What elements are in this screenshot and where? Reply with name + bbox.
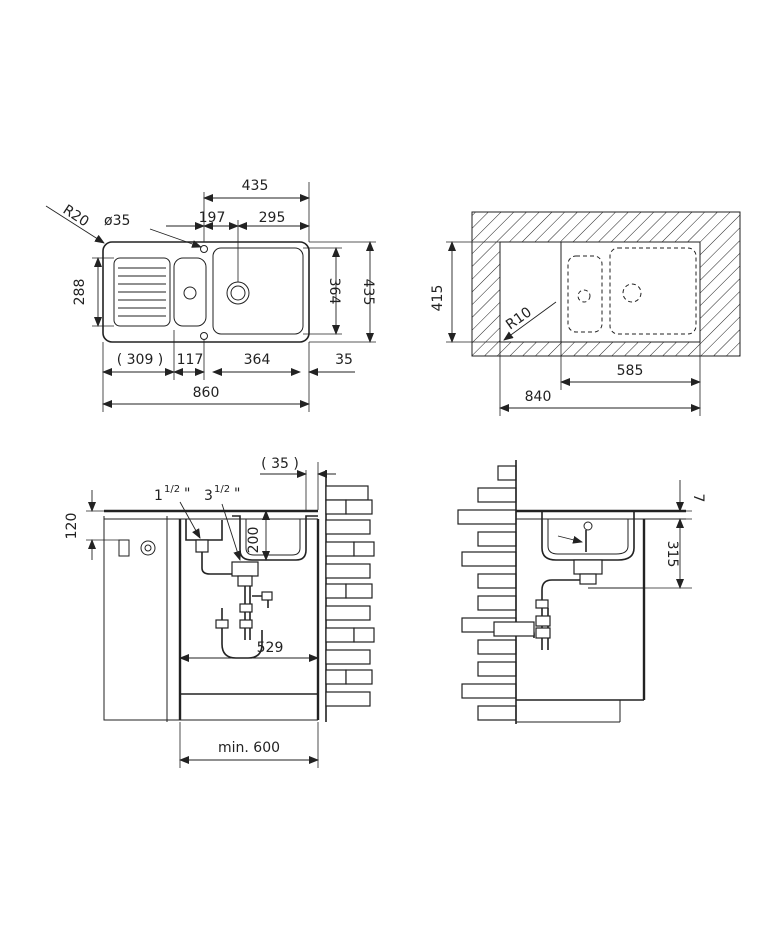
cutout-view: 415 R10 585 840 <box>430 211 741 416</box>
main-drain-inner <box>230 285 246 301</box>
dim-585: 585 <box>617 363 644 379</box>
svg-text:": " <box>184 486 190 502</box>
dim-35-bottom: 35 <box>335 352 353 368</box>
dim-435-top: 435 <box>242 178 269 194</box>
brick-wall-side <box>457 460 517 724</box>
appliance-panel <box>118 539 130 557</box>
top-view: 435 197 295 R20 ø35 288 364 435 <box>45 178 376 412</box>
plumbing-front <box>195 539 273 659</box>
dim-288: 288 <box>72 279 88 306</box>
dim-315: 315 <box>664 541 680 568</box>
drainer-grooves <box>113 257 171 327</box>
tap-hole <box>200 245 208 253</box>
dim-840: 840 <box>525 389 552 405</box>
overflow-hole <box>200 332 208 340</box>
dim-197: 197 <box>199 210 226 226</box>
svg-text:1/2: 1/2 <box>164 484 180 495</box>
dim-35-front: ( 35 ) <box>261 456 299 472</box>
svg-text:3: 3 <box>204 488 213 504</box>
dim-435-right: 435 <box>360 279 376 306</box>
svg-text:": " <box>234 486 240 502</box>
dim-364-bottom: 364 <box>244 352 271 368</box>
dim-r20: R20 <box>60 202 92 230</box>
dim-860: 860 <box>193 385 220 401</box>
plumbing-side <box>493 559 644 650</box>
svg-text:1/2: 1/2 <box>214 484 230 495</box>
dim-295: 295 <box>259 210 286 226</box>
main-bowl-profile <box>232 515 318 561</box>
dim-hole-35: ø35 <box>104 213 130 229</box>
label-1-half-inch: 1 1/2 " <box>154 484 190 504</box>
sink-outline <box>102 241 310 343</box>
main-drain-outer <box>226 281 250 305</box>
dim-529: 529 <box>257 640 284 656</box>
dim-120: 120 <box>64 513 80 540</box>
brick-wall-front <box>325 470 375 722</box>
dashed-main-bowl <box>609 247 697 335</box>
label-3-half-inch: 3 1/2 " <box>204 484 240 504</box>
dim-415: 415 <box>430 285 446 312</box>
appliance-knob <box>140 540 156 556</box>
side-view: 7 315 <box>457 460 706 724</box>
small-bowl <box>173 257 207 327</box>
main-bowl <box>212 247 304 335</box>
dim-7: 7 <box>690 494 706 503</box>
svg-text:1: 1 <box>154 488 163 504</box>
dim-309: ( 309 ) <box>117 352 164 368</box>
small-drain <box>183 286 197 300</box>
left-cabinet-outline <box>103 516 180 721</box>
dim-min-600: min. 600 <box>218 740 280 756</box>
front-view: ( 35 ) 120 1 1/2 " 3 1/2 " 200 529 <box>64 456 375 768</box>
dim-364-right: 364 <box>326 278 342 305</box>
bowl-profile-side <box>541 510 652 561</box>
dashed-small-bowl <box>567 255 603 333</box>
dim-200: 200 <box>246 527 262 554</box>
dim-117: 117 <box>177 352 204 368</box>
